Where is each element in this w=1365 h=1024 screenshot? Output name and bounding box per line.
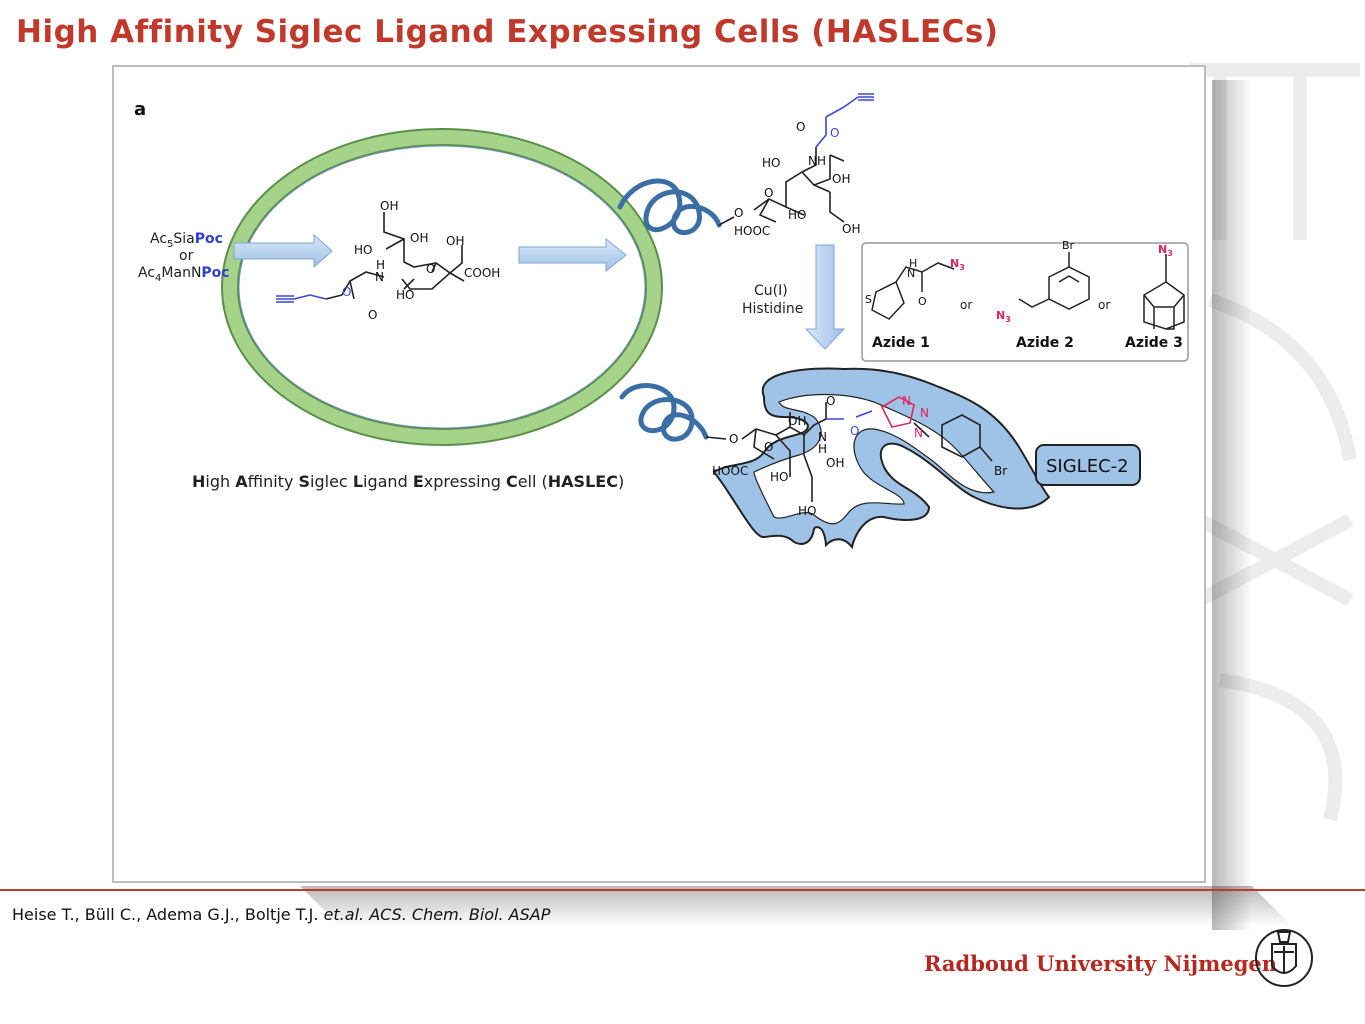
bound-sialoside-labels: OH O O N N N N H O O HOOC HO OH HO Br — [712, 394, 1007, 518]
svg-text:HO: HO — [762, 156, 780, 170]
haslec-scheme: a Ac5SiaPoc or Ac4ManNPoc — [134, 93, 1189, 550]
svg-text:N: N — [914, 426, 923, 440]
haslec-caption: High Affinity Siglec Ligand Expressing C… — [192, 472, 624, 491]
intracellular-sialic-acid-labels: OH OH HO OH H N O COOH HO O O — [342, 199, 500, 322]
svg-text:or: or — [960, 298, 972, 312]
cell-membrane-fill — [223, 130, 661, 444]
university-name: Radboud University Nijmegen — [924, 951, 1278, 976]
svg-text:N3: N3 — [996, 309, 1011, 324]
svg-text:N3: N3 — [950, 257, 965, 272]
svg-text:OH: OH — [410, 231, 428, 245]
svg-text:O: O — [764, 440, 773, 454]
svg-text:N: N — [375, 270, 384, 284]
precursor-labels: Ac5SiaPoc or Ac4ManNPoc — [138, 231, 230, 284]
svg-text:Cu(I): Cu(I) — [754, 283, 788, 299]
azide-names: Azide 1 Azide 2 Azide 3 — [872, 335, 1183, 351]
figure-panel: a Ac5SiaPoc or Ac4ManNPoc — [112, 65, 1206, 883]
svg-text:HO: HO — [396, 288, 414, 302]
svg-text:COOH: COOH — [464, 266, 500, 280]
svg-text:OH: OH — [826, 456, 844, 470]
intracellular-sialic-acid — [276, 212, 465, 303]
siglec-2-label-box — [1035, 444, 1141, 486]
footer-divider — [0, 889, 1365, 891]
svg-text:OH: OH — [446, 234, 464, 248]
svg-text:O: O — [764, 186, 773, 200]
bound-sialoside — [705, 396, 993, 502]
svg-text:O: O — [796, 120, 805, 134]
svg-text:HOOC: HOOC — [734, 224, 770, 238]
svg-text:NH: NH — [808, 154, 826, 168]
svg-text:O: O — [342, 285, 351, 299]
precursor-line-1: Ac5SiaPoc — [150, 231, 223, 250]
citation: Heise T., Büll C., Adema G.J., Boltje T.… — [12, 905, 550, 924]
svg-text:N3: N3 — [1158, 243, 1173, 258]
azide-2-label: Azide 2 — [1016, 335, 1074, 351]
svg-text:H: H — [376, 258, 385, 272]
svg-text:OH: OH — [788, 414, 806, 428]
citation-authors: Heise T., Büll C., Adema G.J., Boltje T.… — [12, 905, 319, 924]
azide-separators: or or — [960, 298, 1110, 312]
svg-text:OH: OH — [832, 172, 850, 186]
svg-text:OH: OH — [842, 222, 860, 236]
watermark-decoration — [1190, 63, 1360, 822]
svg-text:N: N — [818, 430, 827, 444]
membrane-glycan-top — [617, 178, 722, 235]
svg-text:Br: Br — [994, 464, 1007, 478]
surface-sialoside-top — [718, 93, 874, 226]
precursor-line-2: Ac4ManNPoc — [138, 265, 230, 284]
reaction-conditions: Cu(I) Histidine — [742, 283, 803, 317]
svg-text:O: O — [734, 206, 743, 220]
svg-text:HO: HO — [788, 208, 806, 222]
siglec-2-label: SIGLEC-2 — [1046, 456, 1129, 477]
siglec-2-protein — [712, 367, 1051, 550]
precursor-or: or — [179, 248, 194, 264]
membrane-glycan-bottom — [619, 383, 709, 442]
svg-text:N: N — [920, 406, 929, 420]
svg-text:or: or — [1098, 298, 1110, 312]
surface-sialoside-top-labels: O O NH HO OH HO OH O O HOOC — [734, 120, 860, 238]
svg-text:Br: Br — [1062, 239, 1075, 252]
svg-text:HOOC: HOOC — [712, 464, 748, 478]
svg-text:S: S — [865, 293, 872, 306]
svg-text:HO: HO — [798, 504, 816, 518]
azide-atom-labels: S H N O N3 Br N3 N3 — [865, 239, 1173, 324]
svg-text:H: H — [909, 257, 917, 270]
panel-label: a — [134, 99, 146, 120]
svg-text:O: O — [826, 394, 835, 408]
svg-text:O: O — [426, 262, 435, 276]
svg-text:O: O — [368, 308, 377, 322]
svg-text:OH: OH — [380, 199, 398, 213]
university-seal-icon — [1255, 929, 1313, 987]
azide-structures — [871, 252, 1185, 330]
metabolism-arrow — [518, 237, 627, 273]
svg-text:O: O — [729, 432, 738, 446]
svg-text:O: O — [918, 295, 927, 308]
svg-text:O: O — [830, 126, 839, 140]
figure-shadow — [1212, 80, 1252, 930]
azide-1-label: Azide 1 — [872, 335, 930, 351]
svg-text:N: N — [902, 394, 911, 408]
svg-text:N: N — [907, 267, 915, 280]
click-reaction-arrow — [804, 244, 846, 350]
svg-text:HO: HO — [354, 243, 372, 257]
svg-text:H: H — [818, 442, 827, 456]
citation-journal: et.al. ACS. Chem. Biol. ASAP — [323, 905, 551, 924]
svg-text:O: O — [850, 424, 859, 438]
azide-3-label: Azide 3 — [1125, 335, 1183, 351]
svg-text:HO: HO — [770, 470, 788, 484]
slide-title: High Affinity Siglec Ligand Expressing C… — [16, 14, 999, 50]
svg-text:Histidine: Histidine — [742, 301, 803, 317]
uptake-arrow — [233, 233, 333, 269]
